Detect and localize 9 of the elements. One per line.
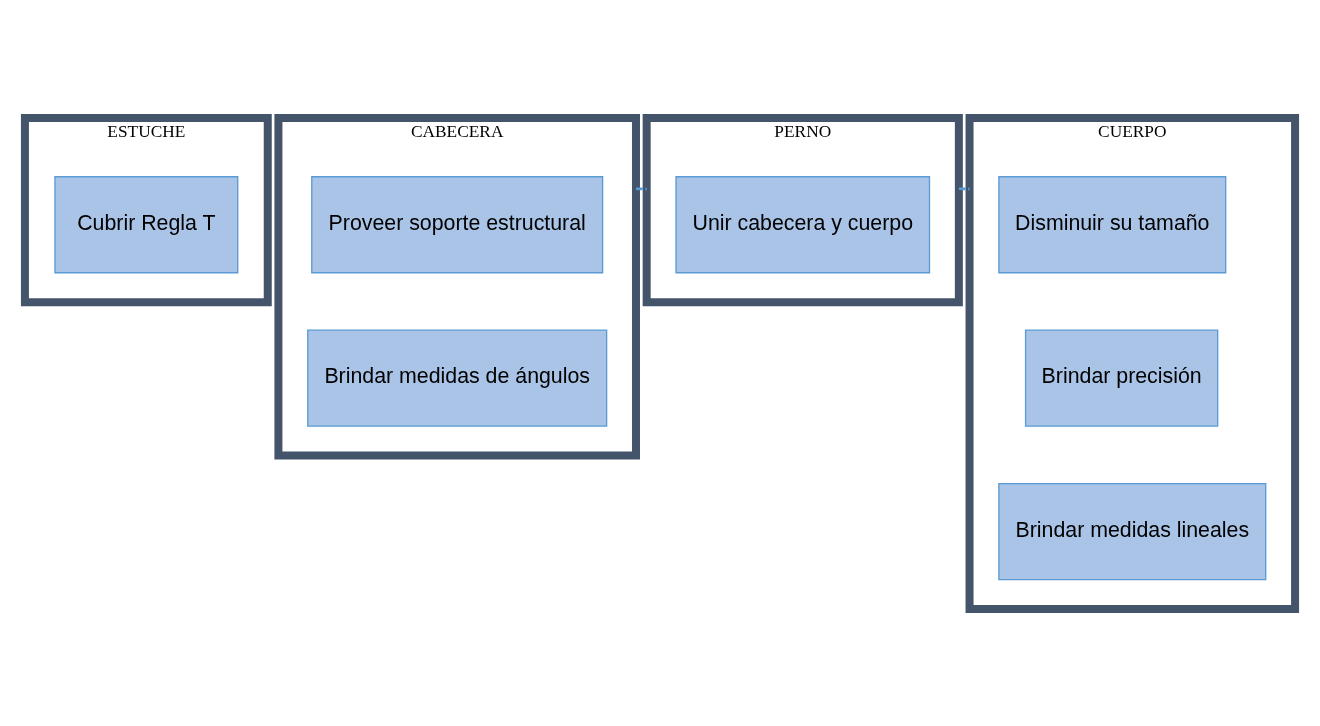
node-box: Brindar medidas lineales bbox=[998, 482, 1267, 580]
connector bbox=[958, 186, 970, 190]
node-box: Brindar medidas de ángulos bbox=[307, 329, 608, 427]
node-box: Unir cabecera y cuerpo bbox=[675, 175, 931, 273]
node-box: Brindar precisión bbox=[1024, 329, 1219, 427]
node-box: Cubrir Regla T bbox=[54, 175, 239, 273]
node-box: Disminuir su tamaño bbox=[998, 175, 1227, 273]
node-box: Proveer soporte estructural bbox=[311, 175, 604, 273]
connector bbox=[635, 186, 647, 190]
